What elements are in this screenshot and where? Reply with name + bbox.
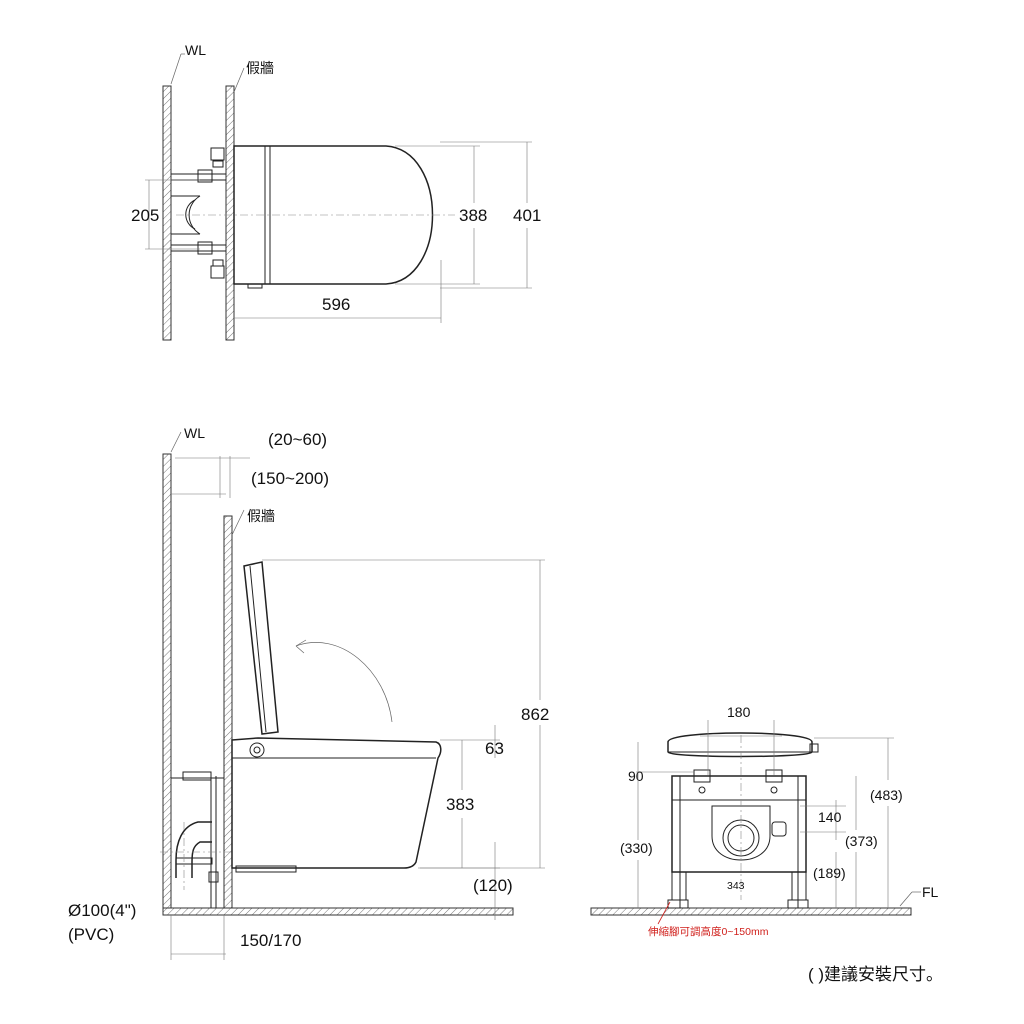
side-wl-label: WL xyxy=(184,425,205,441)
front-view: FL 180 90 (330) xyxy=(590,704,939,938)
pipe-size-label: Ø100(4") xyxy=(68,901,136,920)
side-lid-raised xyxy=(243,561,279,735)
side-dim-862: 862 xyxy=(521,705,549,724)
front-dim-140: 140 xyxy=(818,809,842,825)
pipe-material-label: (PVC) xyxy=(68,925,114,944)
front-floor xyxy=(590,907,912,916)
front-dim-180: 180 xyxy=(727,704,751,720)
front-dim-483: (483) xyxy=(870,787,903,803)
side-dim-150-200: (150~200) xyxy=(251,469,329,488)
top-dim-596: 596 xyxy=(322,295,350,314)
front-dim-343: 343 xyxy=(727,880,745,892)
side-floor xyxy=(162,907,514,916)
fl-label: FL xyxy=(922,884,939,900)
front-dim-373: (373) xyxy=(845,833,878,849)
top-view: WL 假牆 205 388 xyxy=(131,42,541,341)
top-dim-388: 388 xyxy=(459,206,487,225)
side-false-wall xyxy=(223,515,233,909)
side-dim-383: 383 xyxy=(446,795,474,814)
footnote: ( )建議安裝尺寸。 xyxy=(808,965,943,984)
front-dim-189: (189) xyxy=(813,865,846,881)
side-dim-120: (120) xyxy=(473,876,513,895)
front-dim-90: 90 xyxy=(628,768,644,784)
top-dim-401: 401 xyxy=(513,206,541,225)
front-frame xyxy=(671,775,807,873)
top-wl-label: WL xyxy=(185,42,206,58)
front-lid xyxy=(667,732,813,758)
top-toilet-body xyxy=(233,145,434,285)
side-toilet-body xyxy=(231,737,442,869)
front-dim-330: (330) xyxy=(620,840,653,856)
adjustable-leg-note: 伸縮腳可調高度0~150mm xyxy=(648,925,769,938)
side-dim-20-60: (20~60) xyxy=(268,430,327,449)
side-dim-150-170: 150/170 xyxy=(240,931,301,950)
side-dim-63: 63 xyxy=(485,739,504,758)
side-view: WL 假牆 (20~60) (150~200) xyxy=(68,425,549,960)
top-false-wall xyxy=(225,85,235,341)
lid-rotation-arrow xyxy=(295,642,393,723)
top-real-wall xyxy=(162,85,172,341)
top-dim-205: 205 xyxy=(131,206,159,225)
top-false-wall-label: 假牆 xyxy=(246,60,274,76)
side-false-wall-label: 假牆 xyxy=(247,508,275,524)
side-real-wall xyxy=(162,453,172,909)
